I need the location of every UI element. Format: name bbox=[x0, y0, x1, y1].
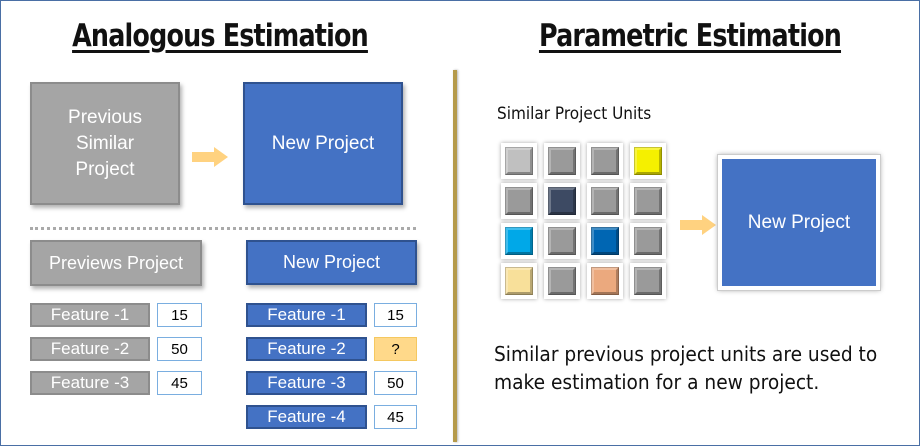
project-unit bbox=[544, 143, 580, 179]
parametric-title: Parametric Estimation bbox=[538, 18, 842, 54]
parametric-new-project-box: New Project bbox=[717, 154, 881, 291]
project-unit bbox=[587, 183, 623, 219]
feature-label: Feature -1 bbox=[30, 303, 150, 327]
feature-value: 50 bbox=[374, 371, 417, 395]
project-unit bbox=[630, 183, 666, 219]
new-project-header: New Project bbox=[246, 240, 417, 285]
feature-label: Feature -2 bbox=[246, 337, 367, 361]
arrow-right-icon bbox=[680, 215, 716, 235]
project-unit bbox=[544, 263, 580, 299]
feature-value: 15 bbox=[374, 303, 417, 327]
project-unit bbox=[501, 143, 537, 179]
project-unit-fill bbox=[591, 147, 619, 175]
feature-value: 50 bbox=[157, 337, 202, 361]
feature-label: Feature -4 bbox=[246, 405, 367, 429]
analogous-title: Analogous Estimation bbox=[72, 18, 369, 54]
project-unit-fill bbox=[591, 267, 619, 295]
project-unit bbox=[587, 263, 623, 299]
project-unit-fill bbox=[634, 267, 662, 295]
project-unit-fill bbox=[548, 187, 576, 215]
project-unit-fill bbox=[548, 267, 576, 295]
description: Similar previous project units are used … bbox=[494, 342, 878, 394]
project-unit bbox=[630, 223, 666, 259]
project-unit-fill bbox=[634, 187, 662, 215]
project-unit-fill bbox=[591, 187, 619, 215]
feature-value: 45 bbox=[157, 371, 202, 395]
previous-project-box: Previous Similar Project bbox=[30, 82, 180, 205]
project-unit bbox=[501, 223, 537, 259]
project-unit-fill bbox=[548, 227, 576, 255]
project-unit-fill bbox=[634, 227, 662, 255]
dotted-separator bbox=[30, 227, 416, 230]
project-unit-fill bbox=[505, 187, 533, 215]
project-unit-fill bbox=[505, 147, 533, 175]
feature-value: ? bbox=[374, 337, 417, 361]
feature-label: Feature -2 bbox=[30, 337, 150, 361]
project-unit-fill bbox=[548, 147, 576, 175]
feature-label: Feature -1 bbox=[246, 303, 367, 327]
new-project-box: New Project bbox=[243, 82, 403, 205]
feature-value: 15 bbox=[157, 303, 202, 327]
project-unit bbox=[630, 143, 666, 179]
divider bbox=[453, 70, 457, 442]
project-unit-fill bbox=[634, 147, 662, 175]
project-unit bbox=[587, 223, 623, 259]
project-unit bbox=[501, 183, 537, 219]
arrow-right-icon bbox=[192, 147, 228, 167]
project-unit bbox=[587, 143, 623, 179]
feature-label: Feature -3 bbox=[246, 371, 367, 395]
project-unit-fill bbox=[505, 227, 533, 255]
project-unit bbox=[630, 263, 666, 299]
project-unit-fill bbox=[505, 267, 533, 295]
project-unit-fill bbox=[591, 227, 619, 255]
feature-label: Feature -3 bbox=[30, 371, 150, 395]
feature-value: 45 bbox=[374, 405, 417, 429]
units-label: Similar Project Units bbox=[497, 104, 652, 124]
project-unit bbox=[501, 263, 537, 299]
previous-project-header: Previews Project bbox=[30, 240, 202, 286]
project-unit bbox=[544, 183, 580, 219]
project-unit bbox=[544, 223, 580, 259]
